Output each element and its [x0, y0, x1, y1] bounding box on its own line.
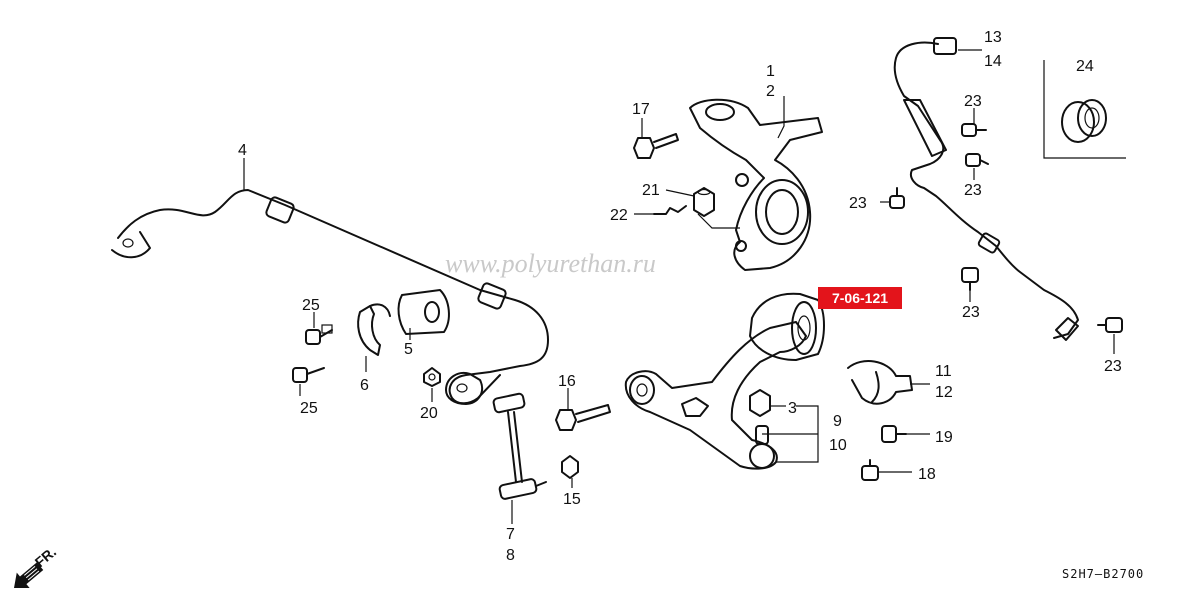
callout-15: 15	[563, 491, 581, 508]
callout-23-d: 23	[962, 304, 980, 321]
callout-11: 11	[935, 363, 952, 380]
bolt-23-d	[961, 267, 979, 291]
highlight-badge: 7-06-121	[818, 287, 902, 309]
compliance-bushing	[749, 292, 825, 361]
callout-2: 2	[766, 83, 775, 100]
callout-22: 22	[610, 207, 628, 224]
bolt-23-e	[1097, 317, 1123, 333]
lower-control-arm	[624, 321, 807, 470]
callout-5: 5	[404, 341, 413, 358]
nut-3	[749, 389, 771, 417]
callout-21: 21	[642, 182, 660, 199]
callout-6: 6	[360, 377, 369, 394]
abs-sensor-harness	[893, 37, 1079, 341]
bolt-23-c	[889, 187, 905, 209]
callout-23-a: 23	[964, 93, 982, 110]
callout-12: 12	[935, 384, 953, 401]
stabilizer-bar	[111, 189, 549, 405]
seal-frame	[1043, 60, 1126, 159]
nut-15	[561, 455, 579, 479]
callout-1: 1	[766, 63, 775, 80]
callout-23-b: 23	[964, 182, 982, 199]
callout-10: 10	[829, 437, 847, 454]
callout-20: 20	[420, 405, 438, 422]
callout-19: 19	[935, 429, 953, 446]
front-direction-indicator: FR.	[14, 544, 59, 588]
callout-24: 24	[1076, 58, 1094, 75]
callout-7: 7	[506, 526, 515, 543]
watermark: www.polyurethan.ru	[445, 249, 656, 278]
callout-25-a: 25	[302, 297, 320, 314]
bolt-23-a	[961, 123, 987, 137]
nut-21	[693, 187, 715, 217]
callout-13: 13	[984, 29, 1002, 46]
stabilizer-link	[492, 392, 547, 500]
callout-14: 14	[984, 53, 1002, 70]
callout-17: 17	[632, 101, 650, 118]
stabilizer-holder	[357, 303, 391, 356]
bolt-18	[861, 459, 879, 481]
nut-20	[423, 367, 441, 387]
bolt-25-upper	[305, 324, 333, 345]
bolt-23-b	[965, 153, 989, 167]
steering-knuckle	[689, 98, 823, 271]
bushing-holder	[847, 360, 913, 405]
bolt-25-lower	[292, 367, 325, 383]
leader-lines	[243, 49, 1115, 524]
callout-23-c: 23	[849, 195, 867, 212]
callout-23-e: 23	[1104, 358, 1122, 375]
callout-9: 9	[833, 413, 842, 430]
callout-18: 18	[918, 466, 936, 483]
callout-3: 3	[788, 400, 797, 417]
callout-4: 4	[238, 142, 247, 159]
bolt-19	[881, 425, 907, 443]
callout-25-b: 25	[300, 400, 318, 417]
callout-16: 16	[558, 373, 576, 390]
callout-labels: 1 2 3 4 5 6 7 8 9 10 11 12 13 14 15 16 1…	[238, 29, 1122, 564]
stabilizer-bushing	[397, 289, 450, 335]
arrow-down-left-icon	[14, 562, 44, 588]
callout-8: 8	[506, 547, 515, 564]
seal-24	[1061, 99, 1107, 143]
highlight-badge-label: 7-06-121	[832, 290, 888, 306]
bolt-17	[633, 133, 679, 159]
bolt-16	[555, 404, 611, 431]
diagram-code: S2H7–B2700	[1062, 567, 1144, 581]
cotter-pin-22	[653, 205, 687, 215]
